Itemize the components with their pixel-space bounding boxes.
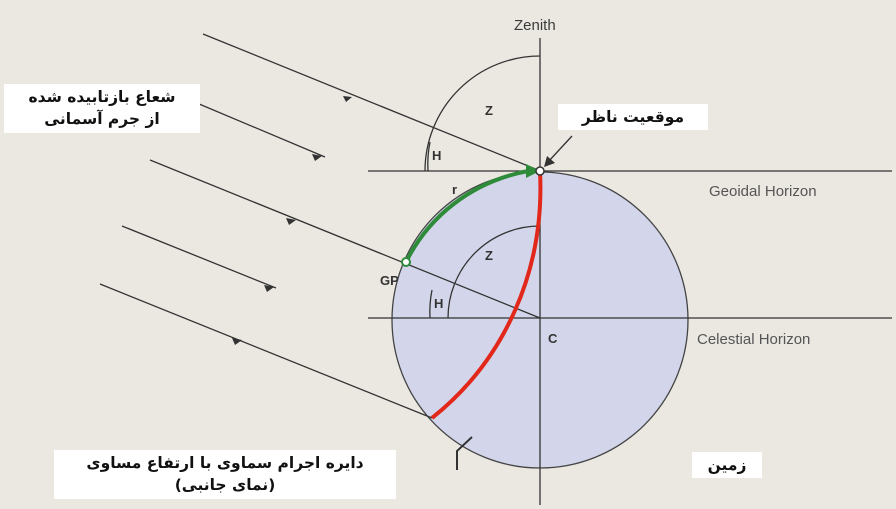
ray-arrowhead-5 [232, 338, 242, 345]
upper-z-label: Z [485, 103, 493, 118]
observer-point [535, 166, 545, 176]
reflected-ray-line2: از جرم آسمانی [44, 110, 160, 129]
ray-arrowhead-3 [286, 218, 296, 225]
radius-green-arc [404, 169, 529, 263]
equal-altitude-circle-label: دایره اجرام سماوی با ارتفاع مساوی (نمای … [54, 450, 396, 499]
reflected-ray-label: شعاع بازتابیده شده از جرم آسمانی [4, 84, 200, 133]
earth-label: زمین [692, 452, 762, 479]
radius-label: r [452, 182, 457, 197]
lower-z-label: Z [485, 248, 493, 263]
lower-h-label: H [434, 296, 443, 311]
upper-h-angle-arc [427, 141, 431, 172]
gp-label: GP [380, 273, 399, 288]
zenith-label: Zenith [514, 17, 556, 34]
incoming-ray-3 [149, 159, 541, 319]
earth-text: زمین [707, 456, 747, 474]
observer-pointer-line [547, 135, 573, 163]
celestial-horizon-label: Celestial Horizon [697, 331, 810, 348]
ray-arrowhead-2 [312, 154, 322, 161]
geoidal-horizon-label: Geoidal Horizon [709, 183, 817, 200]
gp-point [401, 257, 411, 267]
center-label: C [548, 331, 558, 346]
lower-h-angle-arc [429, 289, 433, 319]
observer-position-text: موقعیت ناظر [581, 108, 685, 126]
observer-pointer-arrowhead [544, 156, 555, 167]
green-arc-arrowhead [526, 164, 540, 178]
observer-position-label: موقعیت ناظر [558, 104, 708, 131]
equal-altitude-pointer [456, 436, 473, 470]
incoming-ray-1 [202, 33, 539, 171]
upper-h-label: H [432, 148, 441, 163]
ray-arrowhead-4 [264, 285, 274, 292]
reflected-ray-line1: شعاع بازتابیده شده [28, 88, 176, 106]
upper-z-angle-arc [424, 55, 541, 172]
equal-altitude-line1: دایره اجرام سماوی با ارتفاع مساوی [86, 454, 364, 472]
equal-altitude-line2: (نمای جانبی) [174, 476, 276, 495]
incoming-ray-2 [191, 100, 326, 158]
lower-z-angle-arc [447, 225, 541, 319]
ray-arrowhead-1 [343, 96, 352, 102]
incoming-ray-5 [99, 283, 433, 419]
equal-altitude-red-arc [430, 170, 543, 420]
incoming-ray-4 [121, 225, 277, 289]
